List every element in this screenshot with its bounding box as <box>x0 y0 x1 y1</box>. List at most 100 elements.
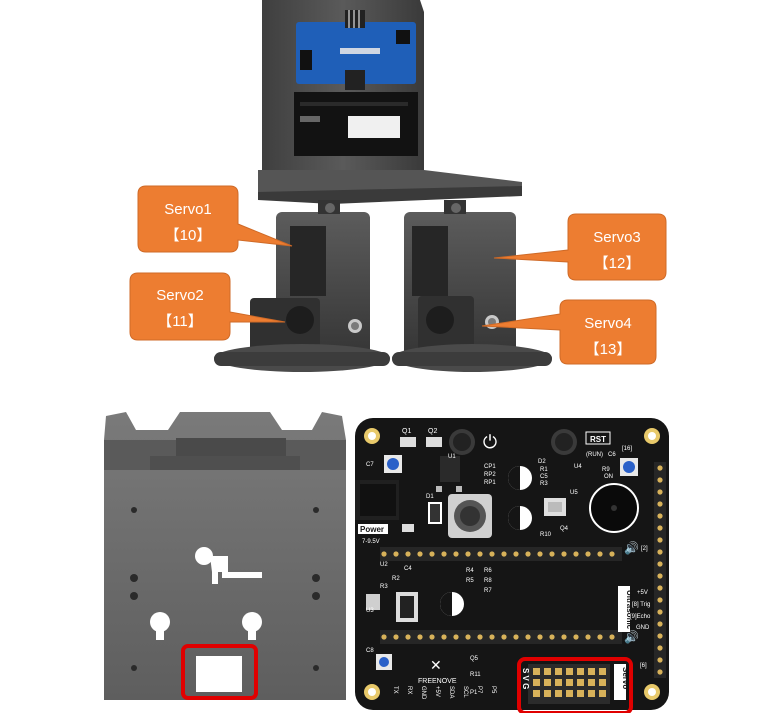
header-pin <box>657 501 663 507</box>
component-label: C4 <box>404 566 412 572</box>
header-pin <box>657 525 663 531</box>
component-label: D1 <box>426 494 434 500</box>
header-pin <box>453 634 459 640</box>
callout-servo4-shape <box>481 299 657 365</box>
header-pin <box>609 634 615 640</box>
component-label: C5 <box>540 474 548 480</box>
bottom-pin-label: SDA <box>448 686 454 698</box>
servo-pin <box>544 690 551 697</box>
servo-pin <box>599 679 606 686</box>
component-labels: U1D1D2CP1RP2RP1R1C5R3R9ONU4U5Q4R10R4R5R6… <box>366 454 613 696</box>
header-pin <box>597 551 603 557</box>
power-symbol-icon: ⏻ <box>483 432 497 452</box>
header-pin <box>549 551 555 557</box>
component-label: R6 <box>484 568 492 574</box>
component-label: R8 <box>484 578 492 584</box>
servo-pin <box>577 668 584 675</box>
servo-pin <box>588 690 595 697</box>
header-pin <box>441 551 447 557</box>
pcb-label-echo: [9]Echo <box>630 614 651 620</box>
header-pin <box>657 609 663 615</box>
component-label: R3 <box>380 584 388 590</box>
callout-servo2-name: Servo2 <box>156 287 204 304</box>
bottom-pin-label: +5V <box>434 686 440 697</box>
pcb-label-brand: FREENOVE <box>418 678 457 685</box>
mounting-plate <box>104 412 346 700</box>
servo-pin <box>577 690 584 697</box>
callout-servo4-pin: 【13】 <box>585 341 632 358</box>
header-pin <box>657 597 663 603</box>
header-pin <box>585 634 591 640</box>
header-pin <box>657 621 663 627</box>
callout-servo1-name: Servo1 <box>164 201 212 218</box>
header-pin <box>525 634 531 640</box>
header-pin <box>417 551 423 557</box>
servo-header-pins <box>533 668 606 697</box>
servo-pin <box>588 668 595 675</box>
servo-pin <box>555 679 562 686</box>
header-pin <box>549 634 555 640</box>
callout-servo3-pin: 【12】 <box>594 255 641 272</box>
header-row-mid <box>380 630 622 644</box>
plate-square-window <box>196 656 242 692</box>
component-label: U1 <box>448 454 456 460</box>
servo-pin <box>577 679 584 686</box>
header-pin <box>513 551 519 557</box>
header-pin <box>657 549 663 555</box>
servo-pin <box>533 679 540 686</box>
header-pin <box>657 513 663 519</box>
servo-pin <box>533 690 540 697</box>
header-pin <box>657 537 663 543</box>
header-pin <box>657 645 663 651</box>
callout-servo1-shape <box>137 185 293 253</box>
callout-servo3: Servo3 【12】 <box>493 213 667 281</box>
component-label: D2 <box>538 459 546 465</box>
servo-pin <box>599 668 606 675</box>
servo-pin <box>566 679 573 686</box>
bottom-pin-label: TX <box>392 686 398 694</box>
pcb-label-power-range: 7-9.5V <box>362 539 380 545</box>
header-pin <box>441 634 447 640</box>
pcb-label-c6: C6 <box>608 452 616 458</box>
header-pin <box>597 634 603 640</box>
header-pin <box>453 551 459 557</box>
component-label: U5 <box>570 490 578 496</box>
header-pin <box>393 551 399 557</box>
header-pin <box>417 634 423 640</box>
header-pin <box>381 634 387 640</box>
header-pin <box>537 634 543 640</box>
freenove-logo-icon: ✕ <box>430 657 442 673</box>
keyhole-right <box>242 612 262 632</box>
component-label: R3 <box>540 481 548 487</box>
pcb-label-rst: RST <box>590 435 606 444</box>
component-label: C8 <box>366 648 374 654</box>
header-pin <box>657 477 663 483</box>
header-pin <box>657 585 663 591</box>
pcb-label-q1: Q1 <box>402 428 411 435</box>
header-pin <box>501 551 507 557</box>
header-pin <box>489 551 495 557</box>
header-pin <box>393 634 399 640</box>
header-pin <box>465 551 471 557</box>
header-pin <box>501 634 507 640</box>
plate-highlight-box <box>181 644 258 700</box>
bottom-pin-label: SCL <box>462 686 468 698</box>
pcb-label-ultrasonic: Ultrasonic <box>625 590 634 630</box>
servo-pin <box>533 668 540 675</box>
callout-servo2: Servo2 【11】 <box>129 272 286 341</box>
keyhole-left <box>150 612 170 632</box>
header-pin <box>489 634 495 640</box>
servo-highlight-box <box>517 657 633 713</box>
control-pcb: Q1 Q2 ⏻ RST (RUN) C6 [16] <box>355 418 669 713</box>
header-pin <box>657 657 663 663</box>
pcb-label-pin6: [6] <box>640 663 647 669</box>
callout-servo3-name: Servo3 <box>593 229 641 246</box>
header-pin <box>609 551 615 557</box>
header-pin <box>465 634 471 640</box>
component-label: R5 <box>466 578 474 584</box>
component-label: U4 <box>574 464 582 470</box>
header-pin <box>429 551 435 557</box>
component-label: R11 <box>470 672 481 678</box>
robot-assembly <box>214 0 552 372</box>
